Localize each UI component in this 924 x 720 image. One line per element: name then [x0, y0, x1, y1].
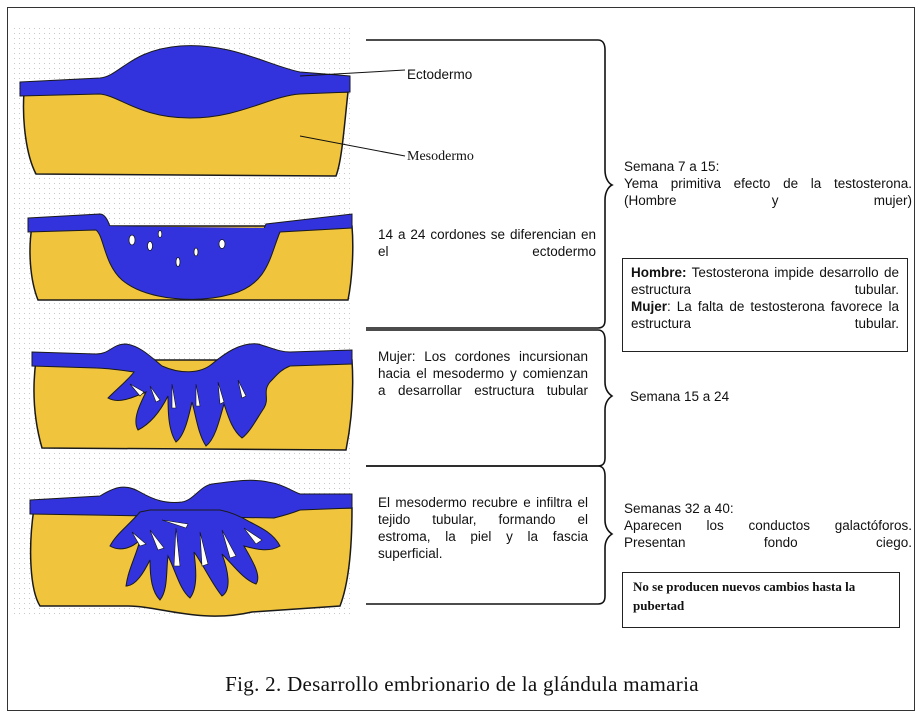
period-3-body: Aparecen los conductos galactóforos. Pre…: [624, 517, 912, 551]
period-3: Semanas 32 a 40: Aparecen los conductos …: [624, 500, 912, 551]
period-1-body: Yema primitiva efecto de la testosterona…: [624, 175, 912, 209]
stage-4-diagram: [30, 480, 352, 616]
stage-3-diagram: [32, 344, 353, 450]
period-1-title: Semana 7 a 15:: [624, 158, 912, 175]
stage-1-description: 14 a 24 cordones se diferencian en el ec…: [378, 226, 596, 260]
male-label: Hombre:: [631, 265, 687, 280]
period-3-title: Semanas 32 a 40:: [624, 500, 912, 517]
period-2-title: Semana 15 a 24: [630, 388, 729, 405]
sex-differences-box: Hombre: Testosterona impide desarrollo d…: [622, 258, 908, 352]
figure-caption: Fig. 2. Desarrollo embrionario de la glá…: [0, 672, 924, 697]
female-text: : La falta de testosterona favorece la e…: [631, 299, 899, 331]
label-ectodermo: Ectodermo: [407, 66, 472, 83]
stage-2-diagram: [28, 214, 353, 300]
note-text: No se producen nuevos cambios hasta la p…: [633, 579, 855, 613]
stage-3-description: El mesodermo recubre e infiltra el tejid…: [378, 494, 588, 562]
female-label: Mujer: [631, 299, 667, 314]
stage-1-diagram: [20, 46, 405, 176]
label-mesodermo: Mesodermo: [407, 148, 474, 165]
note-box: No se producen nuevos cambios hasta la p…: [622, 572, 900, 628]
period-1: Semana 7 a 15: Yema primitiva efecto de …: [624, 158, 912, 209]
stage-2-description: Mujer: Los cordones incursionan hacia el…: [378, 348, 588, 399]
brace-1: [366, 40, 612, 328]
